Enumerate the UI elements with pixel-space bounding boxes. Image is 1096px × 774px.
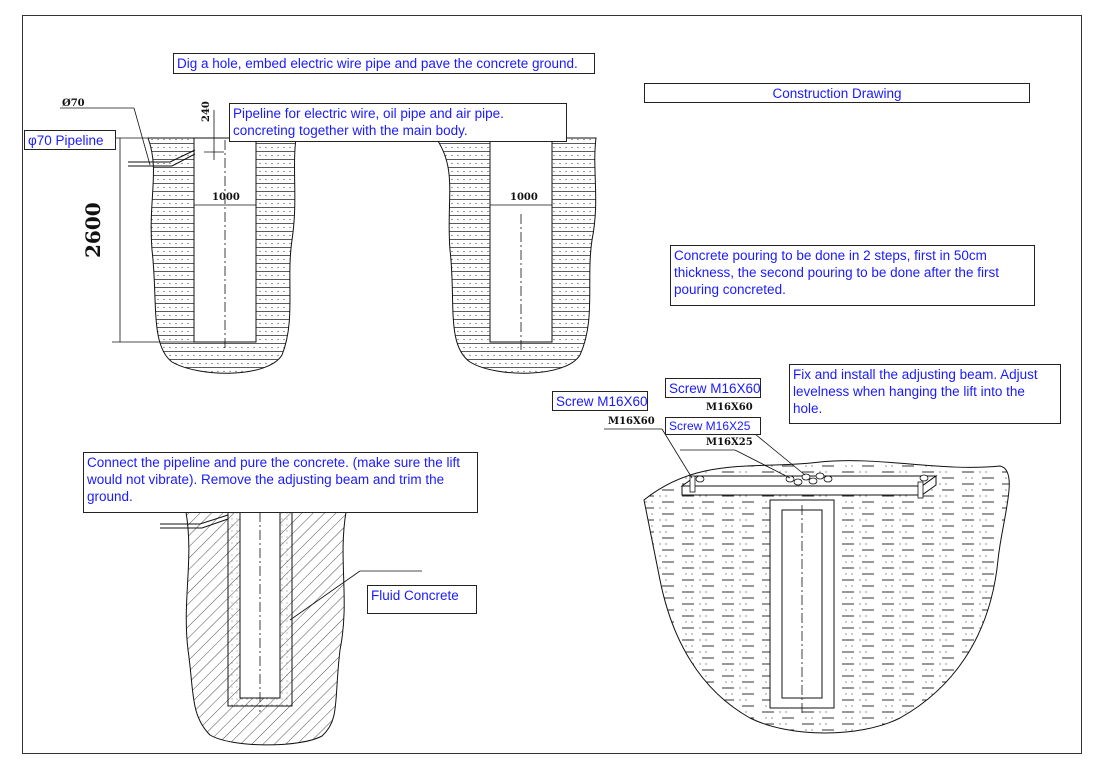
bolt-label-c: M16X25 xyxy=(706,437,753,448)
note-screw-b: Screw M16X60 xyxy=(665,378,761,398)
note-screw-a: Screw M16X60 xyxy=(552,391,648,411)
note-pipeline: Pipeline for electric wire, oil pipe and… xyxy=(229,103,567,142)
drawing-title: Construction Drawing xyxy=(644,83,1030,103)
pit-right xyxy=(435,137,597,374)
phi-dimension: Ø70 xyxy=(62,98,85,109)
bolt-label-a: M16X60 xyxy=(608,416,655,427)
bolt-label-b: M16X60 xyxy=(706,402,753,413)
pit-left xyxy=(60,107,297,374)
drawing-frame xyxy=(22,15,1082,754)
note-fluid-concrete: Fluid Concrete xyxy=(367,585,477,614)
width-dimension-left: 1000 xyxy=(212,192,240,203)
pit-with-beam xyxy=(604,428,1010,734)
note-step1: Dig a hole, embed electric wire pipe and… xyxy=(173,53,595,74)
note-screw-c: Screw M16X25 xyxy=(665,417,761,435)
note-connect: Connect the pipeline and pure the concre… xyxy=(83,452,478,513)
note-beam: Fix and install the adjusting beam. Adju… xyxy=(789,364,1061,424)
pit-poured xyxy=(160,511,422,746)
width-dimension-right: 1000 xyxy=(510,192,538,203)
depth-offset-dimension: 240 xyxy=(201,101,212,122)
depth-dimension: 2600 xyxy=(81,202,105,258)
note-phi70-pipeline: φ70 Pipeline xyxy=(24,130,116,150)
note-pouring: Concrete pouring to be done in 2 steps, … xyxy=(670,245,1035,306)
